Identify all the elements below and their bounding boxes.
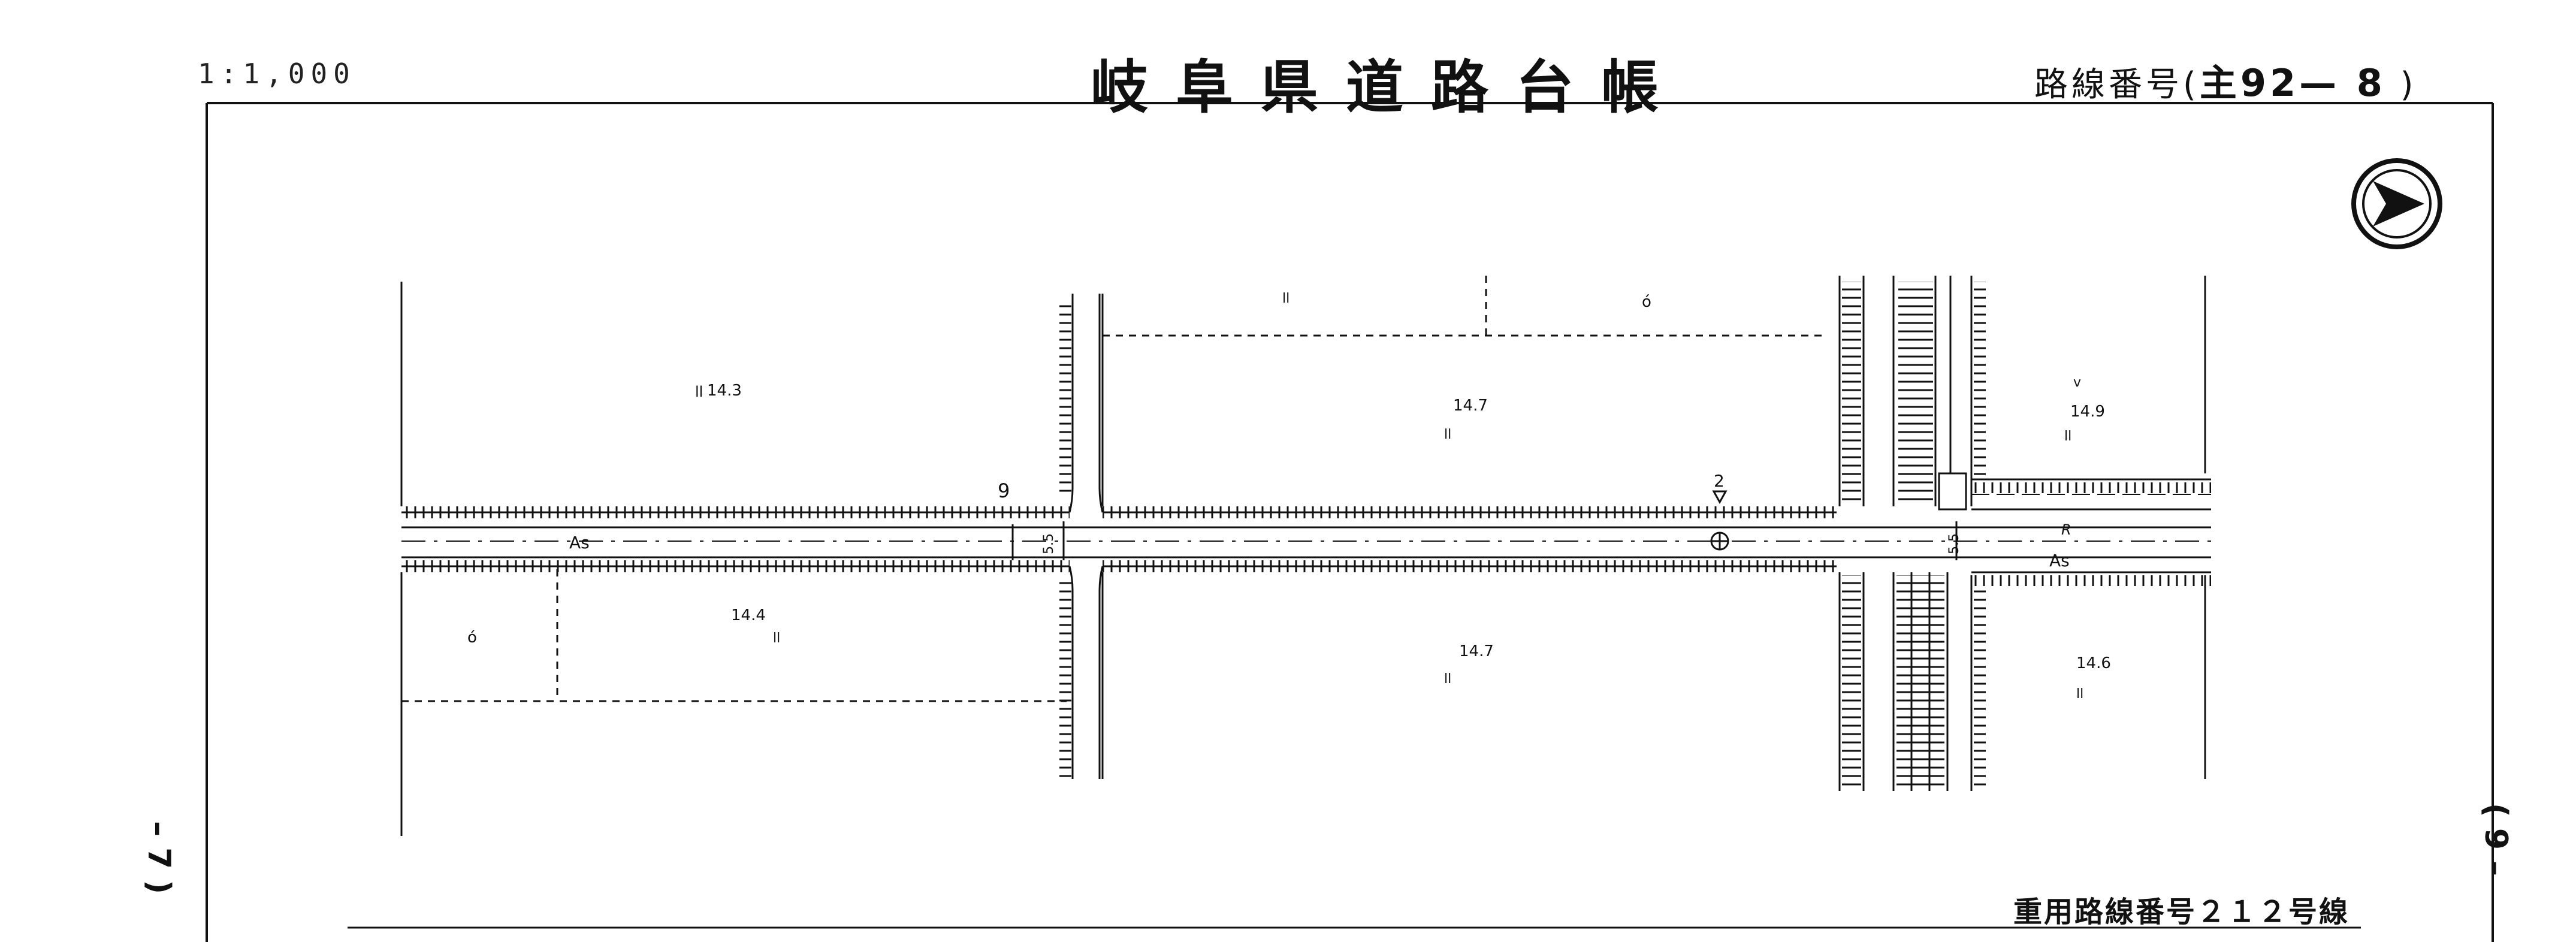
width-label: 5.5 bbox=[1947, 533, 1962, 554]
dimension-marks bbox=[1011, 521, 1958, 560]
page-title: 岐阜県道路台帳 bbox=[1091, 54, 1686, 121]
main-road bbox=[401, 506, 2211, 572]
elevation-label: 14.7 bbox=[1453, 397, 1488, 415]
station-label: 9 bbox=[998, 479, 1010, 502]
elevation-label: 14.3 bbox=[707, 382, 742, 400]
north-arrow-icon bbox=[2351, 158, 2442, 249]
land-mark-label: ll bbox=[1282, 291, 1289, 306]
station-triangle-icon bbox=[1712, 490, 1728, 505]
land-mark-label: ll bbox=[1444, 427, 1451, 442]
route-number: 路線番号(主92— 8 ) bbox=[2034, 53, 2417, 107]
land-mark-label: ll bbox=[773, 631, 780, 646]
overlap-route-label: 重用路線番号２１２号線 bbox=[2013, 895, 2350, 929]
station-label: 2 bbox=[1714, 471, 1725, 491]
scale-label: 1:1,000 bbox=[198, 58, 356, 90]
surface-label: As bbox=[2049, 551, 2070, 570]
route-suffix: ) bbox=[2385, 65, 2417, 104]
elevation-label: 14.7 bbox=[1459, 642, 1494, 660]
page-link-right: ( 9 – bbox=[2478, 803, 2514, 877]
sheet-frame bbox=[206, 102, 2494, 942]
route-prefix: 路線番号( bbox=[2034, 65, 2200, 104]
elevation-label: 14.9 bbox=[2070, 403, 2105, 421]
land-mark-label: ll bbox=[2064, 429, 2071, 444]
elevation-label: 14.4 bbox=[731, 606, 766, 624]
survey-point-icon bbox=[1710, 532, 1729, 551]
land-mark-label: ó bbox=[467, 629, 477, 647]
land-mark-label: ll bbox=[695, 384, 703, 400]
elevation-label: 14.6 bbox=[2076, 654, 2111, 672]
surface-label: R bbox=[2061, 521, 2071, 538]
route-number-value: 主92— 8 bbox=[2199, 61, 2386, 105]
land-mark-label: ll bbox=[2076, 687, 2083, 702]
page-link-left: – 7 ) bbox=[141, 821, 177, 895]
land-mark-label: v bbox=[2073, 375, 2081, 390]
parcel-lines bbox=[400, 276, 2206, 836]
side-street bbox=[1059, 294, 1104, 779]
land-mark-label: ll bbox=[1444, 672, 1451, 687]
land-mark-label: ó bbox=[1642, 293, 1651, 311]
cross-road bbox=[1838, 276, 2211, 791]
surface-label: As bbox=[569, 533, 590, 552]
width-label: 5.5 bbox=[1041, 533, 1056, 554]
